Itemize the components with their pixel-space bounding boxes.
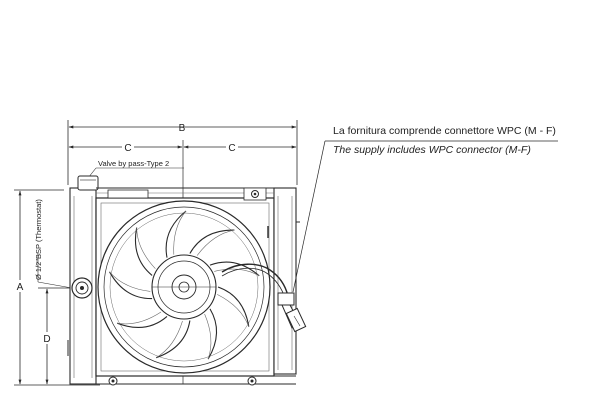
fan-blade-edge xyxy=(117,311,162,325)
dimension-d-label: D xyxy=(43,334,50,345)
mount-bolt-topright xyxy=(251,190,259,198)
dimension-a: A xyxy=(14,189,100,386)
dimension-c-right-label: C xyxy=(228,143,235,154)
note-italian: La fornitura comprende connettore WPC (M… xyxy=(333,125,556,137)
valve-callout: Valve by pass-Type 2 xyxy=(87,159,184,179)
fan-blade-edge xyxy=(136,227,156,269)
fan-blade-edge xyxy=(155,320,183,358)
fan-blade xyxy=(134,227,153,276)
fan-assembly xyxy=(97,200,271,374)
dimension-a-label: A xyxy=(17,282,24,293)
dimension-b-label: B xyxy=(179,123,186,134)
fan-blade xyxy=(165,210,187,258)
mount-bolt-right xyxy=(247,376,257,386)
connector-note: La fornitura comprende connettore WPC (M… xyxy=(292,125,558,293)
fan-blade xyxy=(189,229,235,254)
mount-bolt-left xyxy=(108,376,118,386)
fan-blade-edge xyxy=(109,271,151,292)
dimension-d: D xyxy=(38,287,72,385)
dimension-b: B xyxy=(67,120,298,185)
wpc-connector xyxy=(221,263,307,333)
fan-blade xyxy=(109,271,153,300)
fan-blade xyxy=(217,286,250,327)
fan-blade xyxy=(155,320,191,359)
port-label: Ø 1/2"BSP (Thermostat) xyxy=(34,199,43,280)
fan-blade-edge xyxy=(217,294,250,327)
fan-blade xyxy=(117,315,168,328)
valve-label: Valve by pass-Type 2 xyxy=(98,159,169,168)
bypass-valve xyxy=(77,175,99,191)
fan-blade-edge xyxy=(196,229,235,256)
fan-blade-edge xyxy=(204,313,212,360)
fan-blade xyxy=(207,308,218,360)
note-english: The supply includes WPC connector (M-F) xyxy=(333,144,531,156)
fan-blades xyxy=(109,210,260,360)
fan-blade-edge xyxy=(173,210,187,255)
thermostat-port xyxy=(71,277,93,299)
fan-blade xyxy=(209,261,260,277)
dimension-c-left-label: C xyxy=(124,143,131,154)
